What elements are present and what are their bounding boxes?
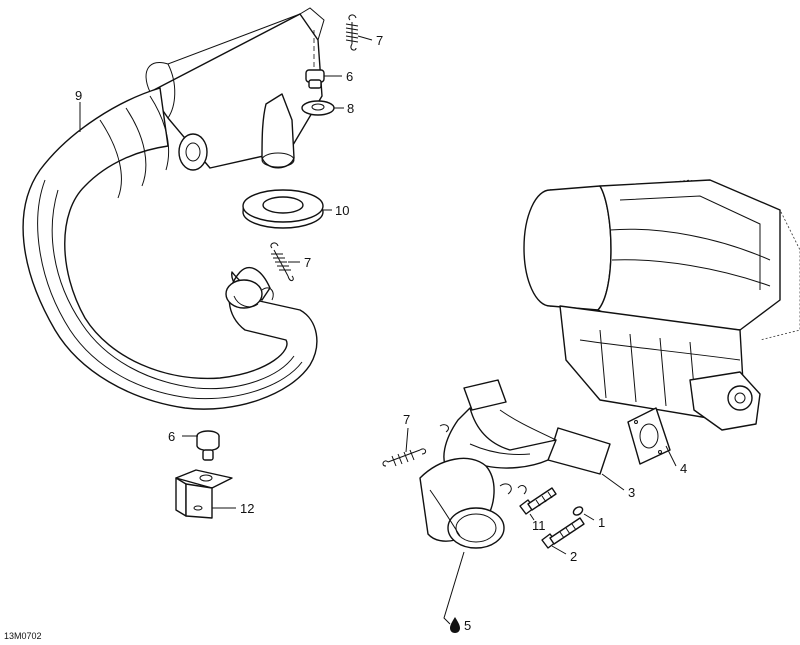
washer — [301, 100, 335, 116]
callout-4: 4 — [680, 461, 687, 476]
callout-8: 8 — [347, 101, 354, 116]
grommet-bottom — [196, 430, 220, 461]
bracket — [175, 469, 233, 519]
callout-3: 3 — [628, 485, 635, 500]
engine — [523, 179, 800, 431]
gasket — [627, 407, 671, 465]
callout-1: 1 — [598, 515, 605, 530]
spring-top — [345, 14, 359, 51]
callout-2: 2 — [570, 549, 577, 564]
exhaust-manifold — [419, 379, 611, 549]
callout-6-top: 6 — [346, 69, 353, 84]
seal-ring — [242, 189, 324, 229]
screw — [541, 517, 585, 549]
callout-11: 11 — [532, 518, 546, 533]
spring-middle — [270, 242, 294, 282]
bolt — [519, 487, 557, 515]
callout-9: 9 — [75, 88, 82, 103]
tuned-pipe — [22, 87, 318, 410]
callout-10: 10 — [335, 203, 349, 218]
callout-7-lower: 7 — [403, 412, 410, 427]
leader-lines — [79, 35, 677, 625]
callout-12: 12 — [240, 501, 254, 516]
callout-6-bottom: 6 — [168, 429, 175, 444]
callout-5: 5 — [464, 618, 471, 633]
callout-7-middle: 7 — [304, 255, 311, 270]
reference-code: 13M0702 — [4, 631, 42, 641]
spring-lower — [382, 448, 427, 467]
grommet-top — [305, 69, 325, 89]
callout-7-top: 7 — [376, 33, 383, 48]
drop-icon — [450, 617, 460, 633]
muffler — [145, 7, 325, 171]
lock-washer — [572, 506, 584, 516]
